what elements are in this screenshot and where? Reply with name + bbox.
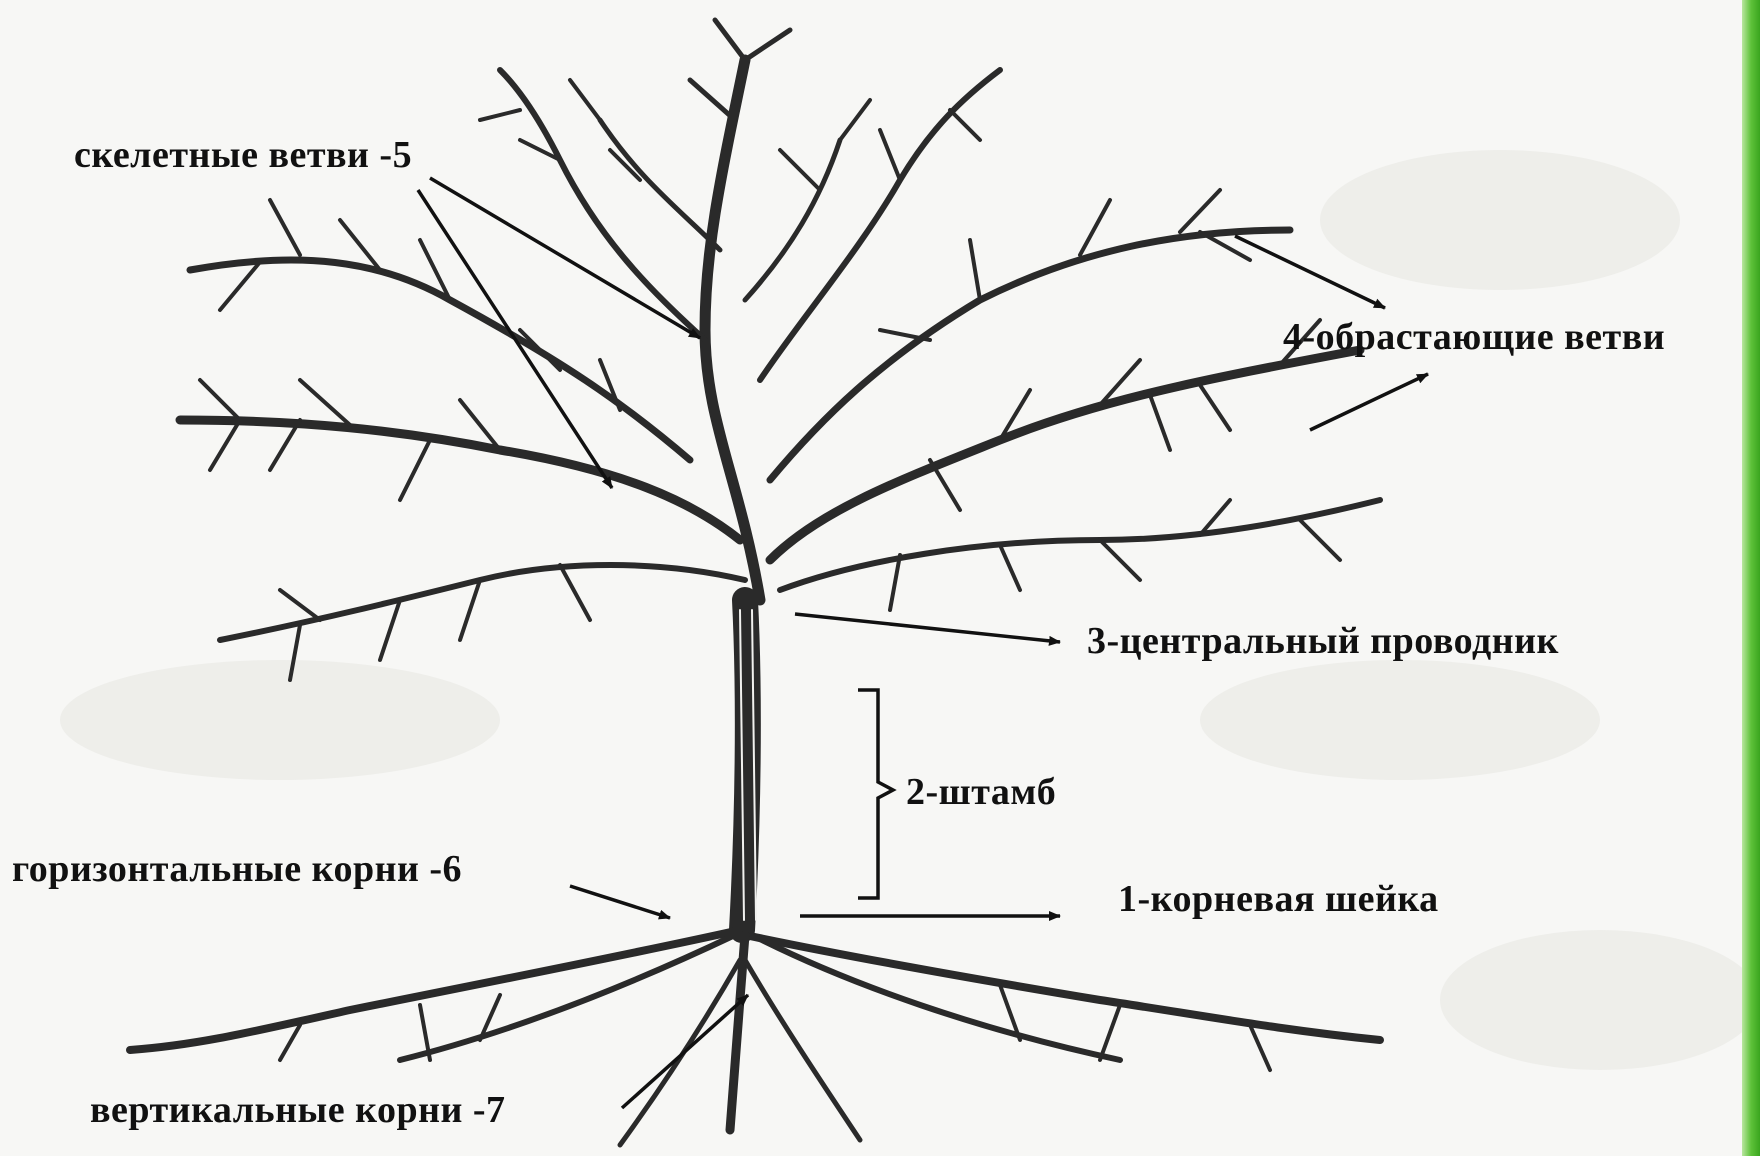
tree-crown — [180, 20, 1380, 680]
arrow-horizontal-roots — [570, 886, 670, 918]
label-central-leader: 3-центральный проводник — [1087, 622, 1559, 660]
trunk-bracket — [858, 690, 893, 898]
label-trunk: 2-штамб — [906, 773, 1056, 811]
green-edge-decoration — [1742, 0, 1760, 1156]
background-texture — [60, 150, 1760, 1070]
label-vertical-roots: вертикальные корни -7 — [90, 1091, 506, 1129]
arrow-overgrowing-branches-b — [1310, 374, 1428, 430]
label-root-collar: 1-корневая шейка — [1118, 880, 1439, 918]
tree-trunk — [740, 600, 756, 930]
label-horizontal-roots: горизонтальные корни -6 — [12, 850, 462, 888]
arrow-central-leader — [795, 614, 1060, 642]
label-skeletal-branches: скелетные ветви -5 — [74, 136, 412, 174]
label-overgrowing-branches: 4-обрастающие ветви — [1283, 318, 1665, 356]
